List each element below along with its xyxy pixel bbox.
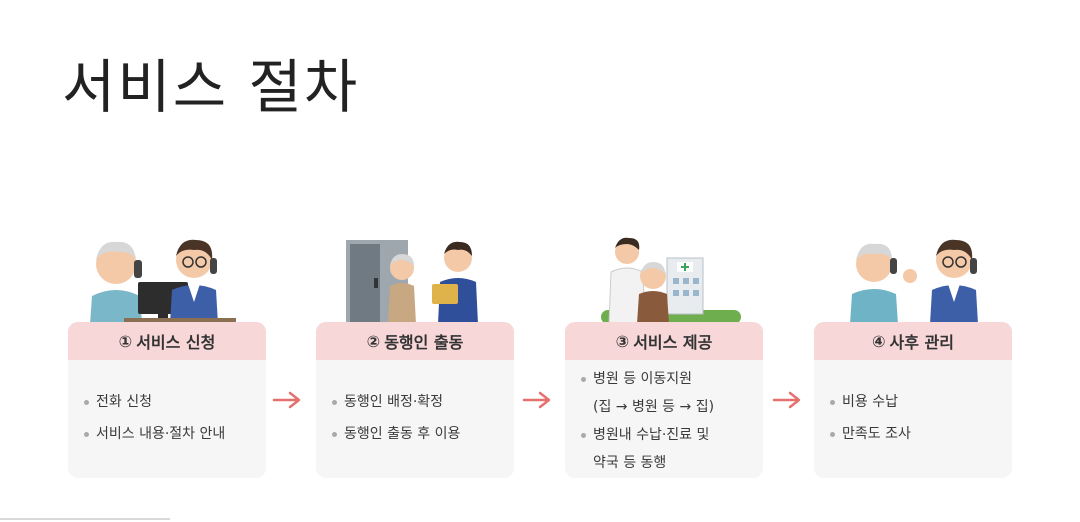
step-number: ③ — [615, 331, 630, 351]
step-header: ① 서비스 신청 — [68, 322, 266, 360]
step-card: ① 서비스 신청 전화 신청 서비스 내용·절차 안내 — [68, 322, 266, 478]
list-item: 전화 신청 — [84, 391, 254, 413]
step-header: ③ 서비스 제공 — [565, 322, 763, 360]
step-3-service-provision: ③ 서비스 제공 병원 등 이동지원 (집 → 병원 등 → 집) 병원내 수납… — [561, 232, 767, 480]
step-number: ① — [118, 331, 133, 351]
right-arrow-icon — [522, 391, 551, 409]
hospital-escort-illustration-icon — [601, 237, 741, 324]
step-card: ③ 서비스 제공 병원 등 이동지원 (집 → 병원 등 → 집) 병원내 수납… — [565, 322, 763, 478]
list-item-continuation: 약국 등 동행 — [581, 452, 751, 474]
step-number: ④ — [872, 331, 886, 351]
step-title: 서비스 신청 — [136, 333, 216, 352]
right-arrow-icon — [772, 391, 801, 409]
list-item: 서비스 내용·절차 안내 — [84, 423, 254, 445]
list-item-continuation: (집 → 병원 등 → 집) — [581, 396, 751, 418]
list-item: 병원내 수납·진료 및 — [581, 424, 751, 446]
step-items: 비용 수납 만족도 조사 — [814, 391, 1012, 445]
phone-followup-illustration-icon — [850, 239, 978, 324]
step-card: ④ 사후 관리 비용 수납 만족도 조사 — [814, 322, 1012, 478]
right-arrow-icon — [272, 391, 301, 409]
route-text: (집 → 병원 등 → 집) — [593, 399, 715, 415]
list-item: 병원 등 이동지원 — [581, 368, 751, 390]
step-header: ② 동행인 출동 — [316, 322, 514, 360]
pharmacy-text: 약국 등 동행 — [593, 455, 667, 471]
step-1-service-request: ① 서비스 신청 전화 신청 서비스 내용·절차 안내 — [64, 232, 270, 480]
step-number: ② — [366, 331, 381, 351]
step-items: 전화 신청 서비스 내용·절차 안내 — [68, 391, 266, 445]
list-item: 동행인 출동 후 이용 — [332, 423, 502, 445]
step-items: 병원 등 이동지원 (집 → 병원 등 → 집) 병원내 수납·진료 및 약국 … — [565, 368, 763, 474]
divider — [0, 518, 170, 520]
step-header: ④ 사후 관리 — [814, 322, 1012, 360]
step-title: 동행인 출동 — [384, 333, 464, 352]
step-2-companion-dispatch: ② 동행인 출동 동행인 배정·확정 동행인 출동 후 이용 — [312, 232, 518, 480]
step-items: 동행인 배정·확정 동행인 출동 후 이용 — [316, 391, 514, 445]
list-item: 동행인 배정·확정 — [332, 391, 502, 413]
door-visit-illustration-icon — [346, 240, 478, 324]
step-title: 사후 관리 — [889, 333, 954, 352]
step-card: ② 동행인 출동 동행인 배정·확정 동행인 출동 후 이용 — [316, 322, 514, 478]
phone-call-illustration-icon — [90, 239, 236, 324]
list-item: 비용 수납 — [830, 391, 1000, 413]
step-4-aftercare: ④ 사후 관리 비용 수납 만족도 조사 — [810, 232, 1016, 480]
step-title: 서비스 제공 — [633, 333, 713, 352]
page-title: 서비스 절차 — [62, 53, 360, 121]
list-item: 만족도 조사 — [830, 423, 1000, 445]
